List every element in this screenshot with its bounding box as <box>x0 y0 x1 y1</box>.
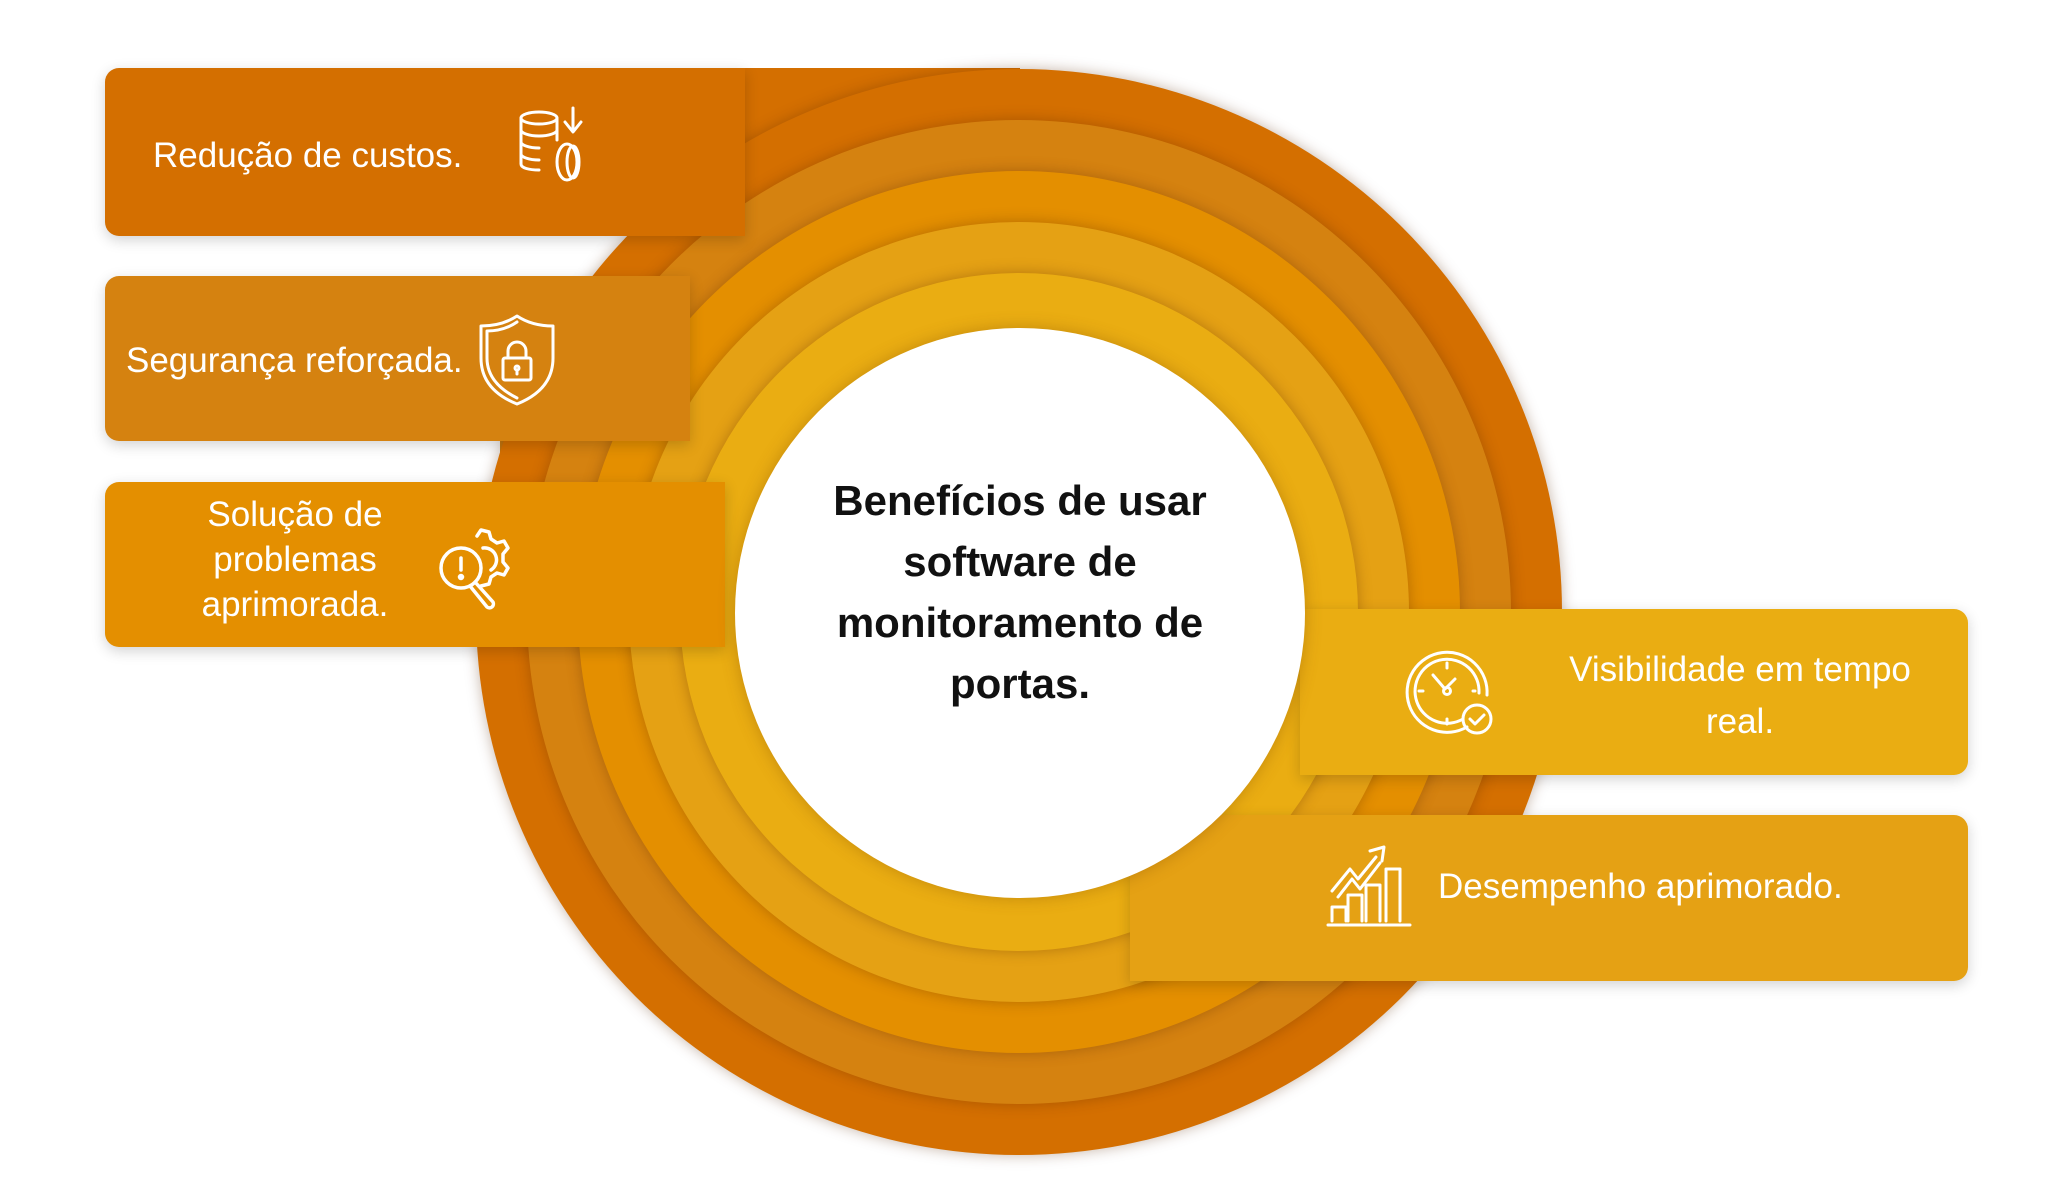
benefit-label: Solução de problemas aprimorada. <box>145 492 445 627</box>
title-line: portas. <box>949 660 1091 707</box>
clock-check-icon <box>1405 647 1497 739</box>
benefit-card-performance: Desempenho aprimorado. <box>1130 815 1968 981</box>
growth-chart-icon <box>1326 845 1412 927</box>
coins-down-icon <box>515 106 595 186</box>
label-line: real. <box>1705 702 1775 741</box>
benefit-label: Desempenho aprimorado. <box>1438 867 1843 906</box>
benefit-label: Segurança reforçada. <box>126 341 463 380</box>
benefit-label: Redução de custos. <box>153 136 463 175</box>
shield-lock-icon <box>477 312 557 408</box>
label-line: aprimorada. <box>201 585 389 624</box>
label-line: problemas <box>213 540 377 579</box>
label-line: Solução de <box>207 495 383 534</box>
center-circle <box>735 328 1305 898</box>
benefit-card-realtime-visibility: Visibilidade em tempo real. <box>1300 609 1968 775</box>
label-line: Visibilidade em tempo <box>1569 650 1911 689</box>
benefit-card-security: Segurança reforçada. <box>105 276 690 441</box>
benefit-label: Visibilidade em tempo real. <box>1530 644 1950 748</box>
magnifier-gear-alert-icon <box>433 522 523 612</box>
title-line: software de <box>903 538 1137 585</box>
title-line: Benefícios de usar <box>833 477 1207 524</box>
benefit-card-troubleshooting: Solução de problemas aprimorada. <box>105 482 725 647</box>
center-title: Benefícios de usar software de monitoram… <box>780 470 1260 714</box>
benefit-card-cost-reduction: Redução de custos. <box>105 68 745 236</box>
title-line: monitoramento de <box>836 599 1204 646</box>
